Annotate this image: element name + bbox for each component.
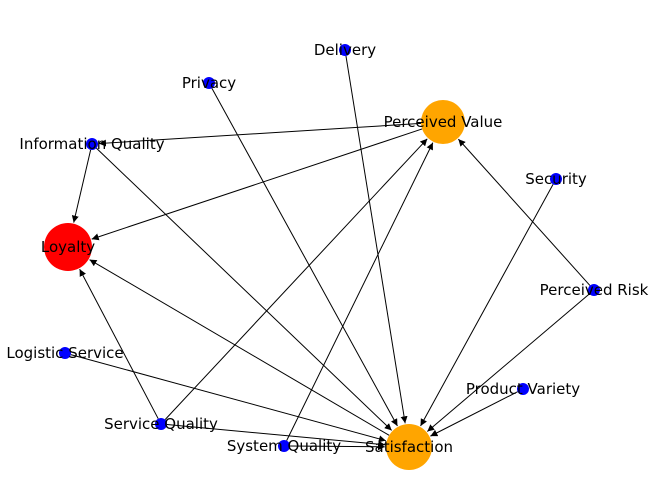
node-label-perceived-value: Perceived Value [384, 113, 503, 131]
edge-delivery-to-satisfaction [345, 55, 408, 424]
edge-satisfaction-to-loyalty [89, 259, 390, 436]
edge-logistic-service-to-satisfaction [70, 354, 386, 443]
node-product-variety [517, 383, 529, 395]
edge-system-quality-to-satisfaction [289, 443, 386, 451]
edge-perceived-value-to-loyalty [91, 128, 423, 241]
node-label-system-quality: System Quality [227, 437, 341, 455]
nodes [44, 44, 600, 470]
node-label-product-variety: Product Variety [466, 380, 580, 398]
node-delivery [339, 44, 351, 56]
edge-service-quality-to-satisfaction [166, 424, 386, 448]
node-label-information-quality: Information Quality [19, 135, 164, 153]
node-label-perceived-risk: Perceived Risk [540, 281, 649, 299]
node-loyalty [44, 223, 92, 271]
node-information-quality [86, 138, 98, 150]
edges [70, 55, 591, 451]
node-satisfaction [386, 424, 432, 470]
edge-perceived-value-to-information-quality [98, 122, 422, 147]
edge-product-variety-to-satisfaction [430, 391, 518, 437]
node-privacy [203, 77, 215, 89]
node-service-quality [155, 418, 167, 430]
edge-information-quality-to-loyalty [71, 149, 92, 223]
edge-perceived-risk-to-satisfaction [426, 293, 590, 432]
edge-service-quality-to-loyalty [79, 268, 159, 419]
edge-service-quality-to-perceived-value [164, 138, 428, 420]
node-label-logistic-service: Logistic Service [6, 344, 123, 362]
node-system-quality [278, 440, 290, 452]
edge-privacy-to-satisfaction [211, 88, 398, 427]
edge-system-quality-to-perceived-value [286, 142, 434, 441]
node-label-service-quality: Service Quality [104, 415, 218, 433]
edge-perceived-risk-to-perceived-value [458, 138, 591, 286]
node-label-security: Security [525, 170, 587, 188]
edge-security-to-satisfaction [420, 184, 554, 427]
edge-information-quality-to-satisfaction [95, 147, 392, 431]
node-security [550, 173, 562, 185]
node-label-delivery: Delivery [314, 41, 376, 59]
node-label-privacy: Privacy [182, 74, 236, 92]
node-label-loyalty: Loyalty [41, 238, 95, 256]
node-label-satisfaction: Satisfaction [365, 438, 453, 456]
node-perceived-value [421, 100, 465, 144]
node-logistic-service [59, 347, 71, 359]
node-perceived-risk [588, 284, 600, 296]
